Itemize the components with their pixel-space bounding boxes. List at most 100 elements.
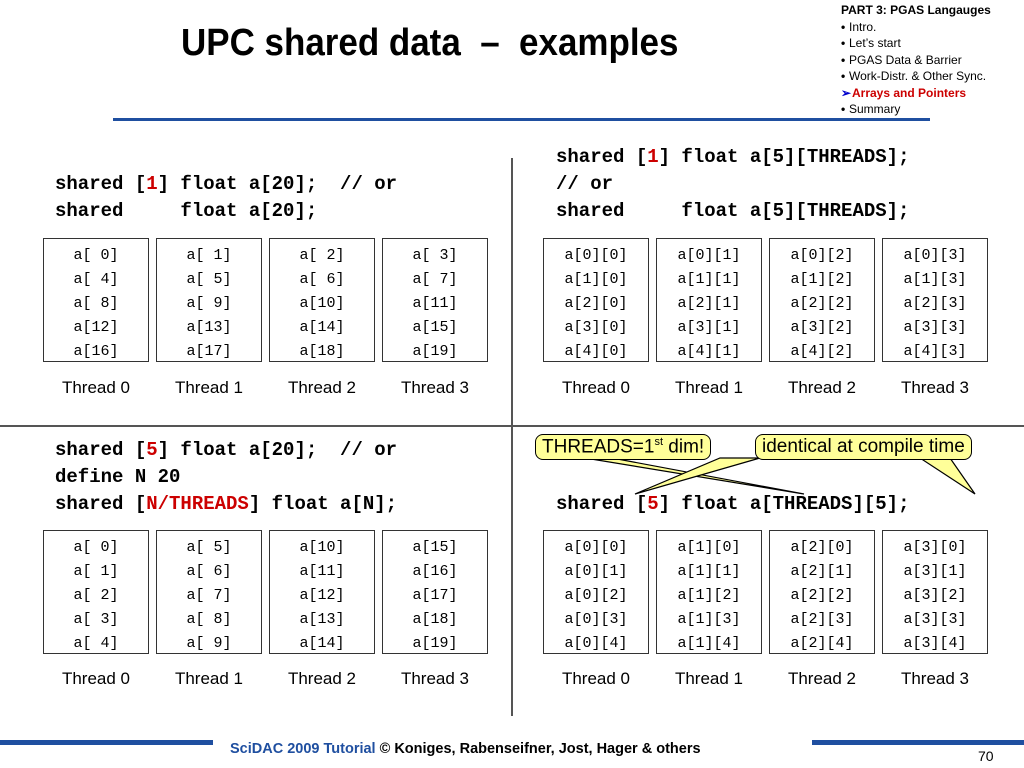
array-element: a[3][4] bbox=[903, 635, 967, 652]
array-element: a[3][1] bbox=[903, 563, 967, 580]
array-element: a[12] bbox=[73, 319, 119, 336]
thread-label: Thread 1 bbox=[174, 378, 244, 397]
code-line: // or bbox=[556, 171, 909, 198]
array-element: a[0][0] bbox=[564, 247, 628, 264]
array-element: a[ 6] bbox=[186, 563, 232, 580]
code-pre: // or bbox=[556, 173, 614, 195]
array-element: a[1][3] bbox=[677, 611, 741, 628]
array-element: a[ 2] bbox=[73, 587, 119, 604]
array-element: a[0][1] bbox=[564, 563, 628, 580]
array-element: a[ 1] bbox=[186, 247, 232, 264]
array-element: a[2][4] bbox=[790, 635, 854, 652]
code-pre: shared [ bbox=[55, 439, 147, 461]
code-pre: shared [ bbox=[55, 493, 147, 515]
thread-label: Thread 2 bbox=[287, 669, 357, 688]
callout-pointer-identical bbox=[634, 457, 761, 495]
thread-memory-box: a[ 3]a[ 7]a[11]a[15]a[19] bbox=[382, 238, 488, 362]
slide-title: UPC shared data – examples bbox=[181, 22, 679, 64]
agenda-list: •Intro.•Let’s start•PGAS Data & Barrier•… bbox=[841, 19, 991, 118]
array-element: a[0][2] bbox=[564, 587, 628, 604]
code-post: ] float a[N]; bbox=[248, 493, 398, 515]
agenda-item-label: Work-Distr. & Other Sync. bbox=[849, 69, 987, 83]
code-post: ] float a[5][THREADS]; bbox=[658, 146, 910, 168]
array-element: a[1][0] bbox=[677, 539, 741, 556]
code-pre: define N 20 bbox=[55, 466, 181, 488]
vertical-divider bbox=[511, 158, 513, 716]
array-element: a[2][2] bbox=[790, 295, 854, 312]
array-element: a[4][0] bbox=[564, 343, 628, 360]
code-red: N/THREADS bbox=[146, 493, 249, 515]
agenda-item: •PGAS Data & Barrier bbox=[841, 52, 991, 69]
array-element: a[12] bbox=[299, 587, 345, 604]
array-element: a[ 5] bbox=[186, 539, 232, 556]
code-line: shared [5] float a[20]; // or bbox=[55, 437, 397, 464]
array-element: a[1][3] bbox=[903, 271, 967, 288]
code-pre: shared [ bbox=[556, 493, 648, 515]
array-element: a[ 0] bbox=[73, 539, 119, 556]
array-element: a[ 9] bbox=[186, 635, 232, 652]
array-element: a[3][1] bbox=[677, 319, 741, 336]
code-red: 5 bbox=[146, 439, 158, 461]
agenda-panel: PART 3: PGAS Langauges •Intro.•Let’s sta… bbox=[841, 2, 991, 118]
footer-text: SciDAC 2009 Tutorial © Koniges, Rabensei… bbox=[230, 741, 701, 757]
array-element: a[3][3] bbox=[903, 611, 967, 628]
thread-label: Thread 0 bbox=[61, 378, 131, 397]
array-element: a[4][2] bbox=[790, 343, 854, 360]
array-element: a[2][0] bbox=[564, 295, 628, 312]
thread-memory-box: a[0][1]a[1][1]a[2][1]a[3][1]a[4][1] bbox=[656, 238, 762, 362]
agenda-item-label: PGAS Data & Barrier bbox=[849, 52, 962, 67]
arrow-icon: ➢ bbox=[841, 85, 852, 100]
code-post: ] float a[20]; // or bbox=[157, 439, 398, 461]
bullet-icon: • bbox=[841, 69, 846, 83]
code-line: define N 20 bbox=[55, 464, 397, 491]
array-element: a[0][0] bbox=[564, 539, 628, 556]
array-element: a[14] bbox=[299, 319, 345, 336]
thread-memory-box: a[0][3]a[1][3]a[2][3]a[3][3]a[4][3] bbox=[882, 238, 988, 362]
array-element: a[13] bbox=[186, 319, 232, 336]
bullet-icon: • bbox=[841, 52, 846, 67]
array-element: a[ 9] bbox=[186, 295, 232, 312]
array-element: a[15] bbox=[412, 319, 458, 336]
code-pre: shared [ bbox=[55, 173, 147, 195]
array-element: a[4][3] bbox=[903, 343, 967, 360]
horizontal-divider bbox=[0, 425, 1024, 427]
array-element: a[0][2] bbox=[790, 247, 854, 264]
code-pre: shared float a[5][THREADS]; bbox=[556, 200, 910, 222]
array-element: a[11] bbox=[412, 295, 458, 312]
thread-memory-box: a[ 0]a[ 4]a[ 8]a[12]a[16] bbox=[43, 238, 149, 362]
bullet-icon: • bbox=[841, 102, 846, 116]
array-element: a[18] bbox=[412, 611, 458, 628]
thread-memory-box: a[0][0] a[1][0] a[2][0] a[3][0] a[4][0] bbox=[543, 238, 649, 362]
agenda-heading: PART 3: PGAS Langauges bbox=[841, 3, 991, 17]
array-element: a[3][2] bbox=[790, 319, 854, 336]
code-post: ] float a[THREADS][5]; bbox=[658, 493, 910, 515]
array-element: a[ 2] bbox=[299, 247, 345, 264]
thread-label: Thread 3 bbox=[400, 378, 470, 397]
agenda-item-label: Arrays and Pointers bbox=[852, 85, 967, 100]
array-element: a[1][0] bbox=[564, 271, 628, 288]
thread-memory-box: a[0][2]a[1][2]a[2][2]a[3][2]a[4][2] bbox=[769, 238, 875, 362]
footer-bar-right bbox=[812, 740, 1024, 745]
array-element: a[1][1] bbox=[677, 563, 741, 580]
array-element: a[0][3] bbox=[903, 247, 967, 264]
array-element: a[ 4] bbox=[73, 635, 119, 652]
thread-memory-box: a[0][0]a[0][1]a[0][2]a[0][3]a[0][4] bbox=[543, 530, 649, 654]
callout-identical-compile-time: identical at compile time bbox=[755, 434, 972, 460]
array-element: a[2][1] bbox=[790, 563, 854, 580]
code-pre: shared [ bbox=[556, 146, 648, 168]
code-line: shared float a[20]; bbox=[55, 198, 397, 225]
thread-label: Thread 3 bbox=[400, 669, 470, 688]
thread-label: Thread 0 bbox=[561, 378, 631, 397]
array-element: a[ 6] bbox=[299, 271, 345, 288]
thread-memory-box: a[ 0]a[ 1]a[ 2]a[ 3]a[ 4] bbox=[43, 530, 149, 654]
agenda-item-label: Intro. bbox=[849, 19, 877, 34]
array-element: a[17] bbox=[186, 343, 232, 360]
thread-label: Thread 2 bbox=[287, 378, 357, 397]
array-element: a[16] bbox=[412, 563, 458, 580]
thread-memory-box: a[ 5]a[ 6]a[ 7]a[ 8]a[ 9] bbox=[156, 530, 262, 654]
array-element: a[ 1] bbox=[73, 563, 119, 580]
code-post: ] float a[20]; // or bbox=[157, 173, 398, 195]
array-element: a[3][0] bbox=[564, 319, 628, 336]
array-element: a[3][3] bbox=[903, 319, 967, 336]
